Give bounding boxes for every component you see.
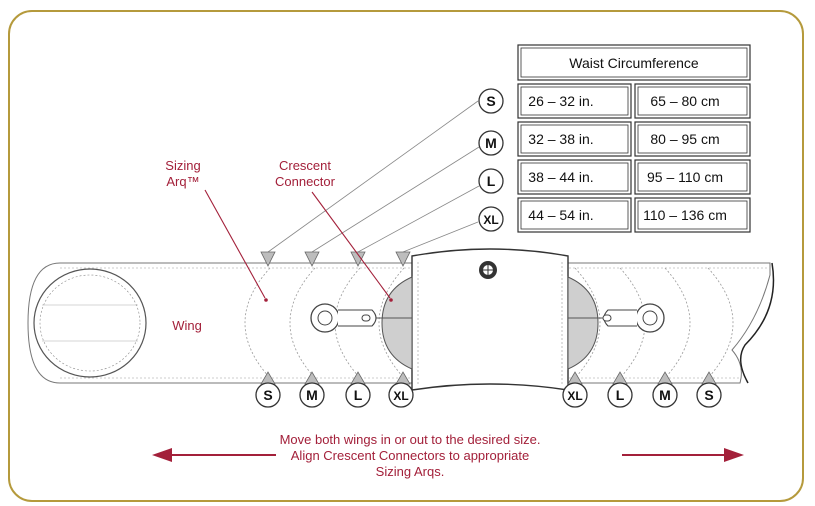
waist-circumference-table: Waist Circumference 26 – 32 in. 65 – 80 … <box>517 44 751 233</box>
crescent-connector-leader <box>311 191 391 299</box>
right-wing <box>564 262 771 384</box>
table-header-cell <box>517 44 751 81</box>
table-row-xl-inches: 44 – 54 in. <box>528 207 593 223</box>
caption-line-3: Sizing Arqs. <box>375 464 445 479</box>
table-row-xl-size: XL <box>483 213 498 227</box>
left-end-pad <box>33 268 147 378</box>
size-circle-xl <box>478 206 504 232</box>
table-header-text: Waist Circumference <box>569 55 699 71</box>
table-row-l-size: L <box>487 173 496 189</box>
right-size-xl: XL <box>567 389 582 403</box>
table-row-s-cm: 65 – 80 cm <box>650 93 719 109</box>
sizing-arq-label-line1: Sizing <box>165 158 200 173</box>
size-circle-l <box>478 168 504 194</box>
left-size-xl: XL <box>393 389 408 403</box>
right-clip <box>602 303 665 333</box>
left-arrow-head <box>152 448 172 462</box>
crescent-connector-label-line2: Connector <box>275 174 336 189</box>
left-size-l: L <box>354 387 363 403</box>
crescent-connector-label-line1: Crescent <box>279 158 331 173</box>
right-size-m: M <box>659 387 671 403</box>
right-arrow-head <box>724 448 744 462</box>
left-clip <box>310 303 377 333</box>
belt <box>27 248 775 391</box>
wing-label: Wing <box>172 318 202 333</box>
top-size-triangles <box>260 251 411 267</box>
table-row-xl-cm: 110 – 136 cm <box>643 207 727 223</box>
sizing-arq-label-line2: Arq™ <box>166 174 199 189</box>
size-circle-m <box>478 130 504 156</box>
caption-line-1: Move both wings in or out to the desired… <box>279 432 541 447</box>
left-size-s: S <box>263 387 272 403</box>
right-size-l: L <box>616 387 625 403</box>
sizing-arq-leader <box>204 189 266 299</box>
table-size-markers: S M L XL <box>478 88 504 232</box>
right-size-s: S <box>704 387 713 403</box>
size-circle-s <box>478 88 504 114</box>
callout-labels: Sizing Arq™ Crescent Connector Wing <box>165 158 393 333</box>
right-bottom-size-markers: XL L M S <box>562 382 722 408</box>
table-row-m-inches: 32 – 38 in. <box>528 131 593 147</box>
instruction-caption: Move both wings in or out to the desired… <box>230 432 590 480</box>
table-row-s-size: S <box>486 93 495 109</box>
size-pointer-lines <box>267 100 480 253</box>
adjust-arrows <box>152 448 744 462</box>
diagram-frame <box>8 10 804 502</box>
table-row-s-inches: 26 – 32 in. <box>528 93 593 109</box>
table-row-l-cm: 95 – 110 cm <box>647 169 723 185</box>
left-bottom-size-markers: S M L XL <box>255 382 414 408</box>
right-crescent-connector <box>567 276 599 370</box>
table-row-l-inches: 38 – 44 in. <box>528 169 593 185</box>
left-size-m: M <box>306 387 318 403</box>
caption-line-2: Align Crescent Connectors to appropriate <box>290 448 530 463</box>
table-row-m-cm: 80 – 95 cm <box>650 131 719 147</box>
table-row-m-size: M <box>485 135 497 151</box>
